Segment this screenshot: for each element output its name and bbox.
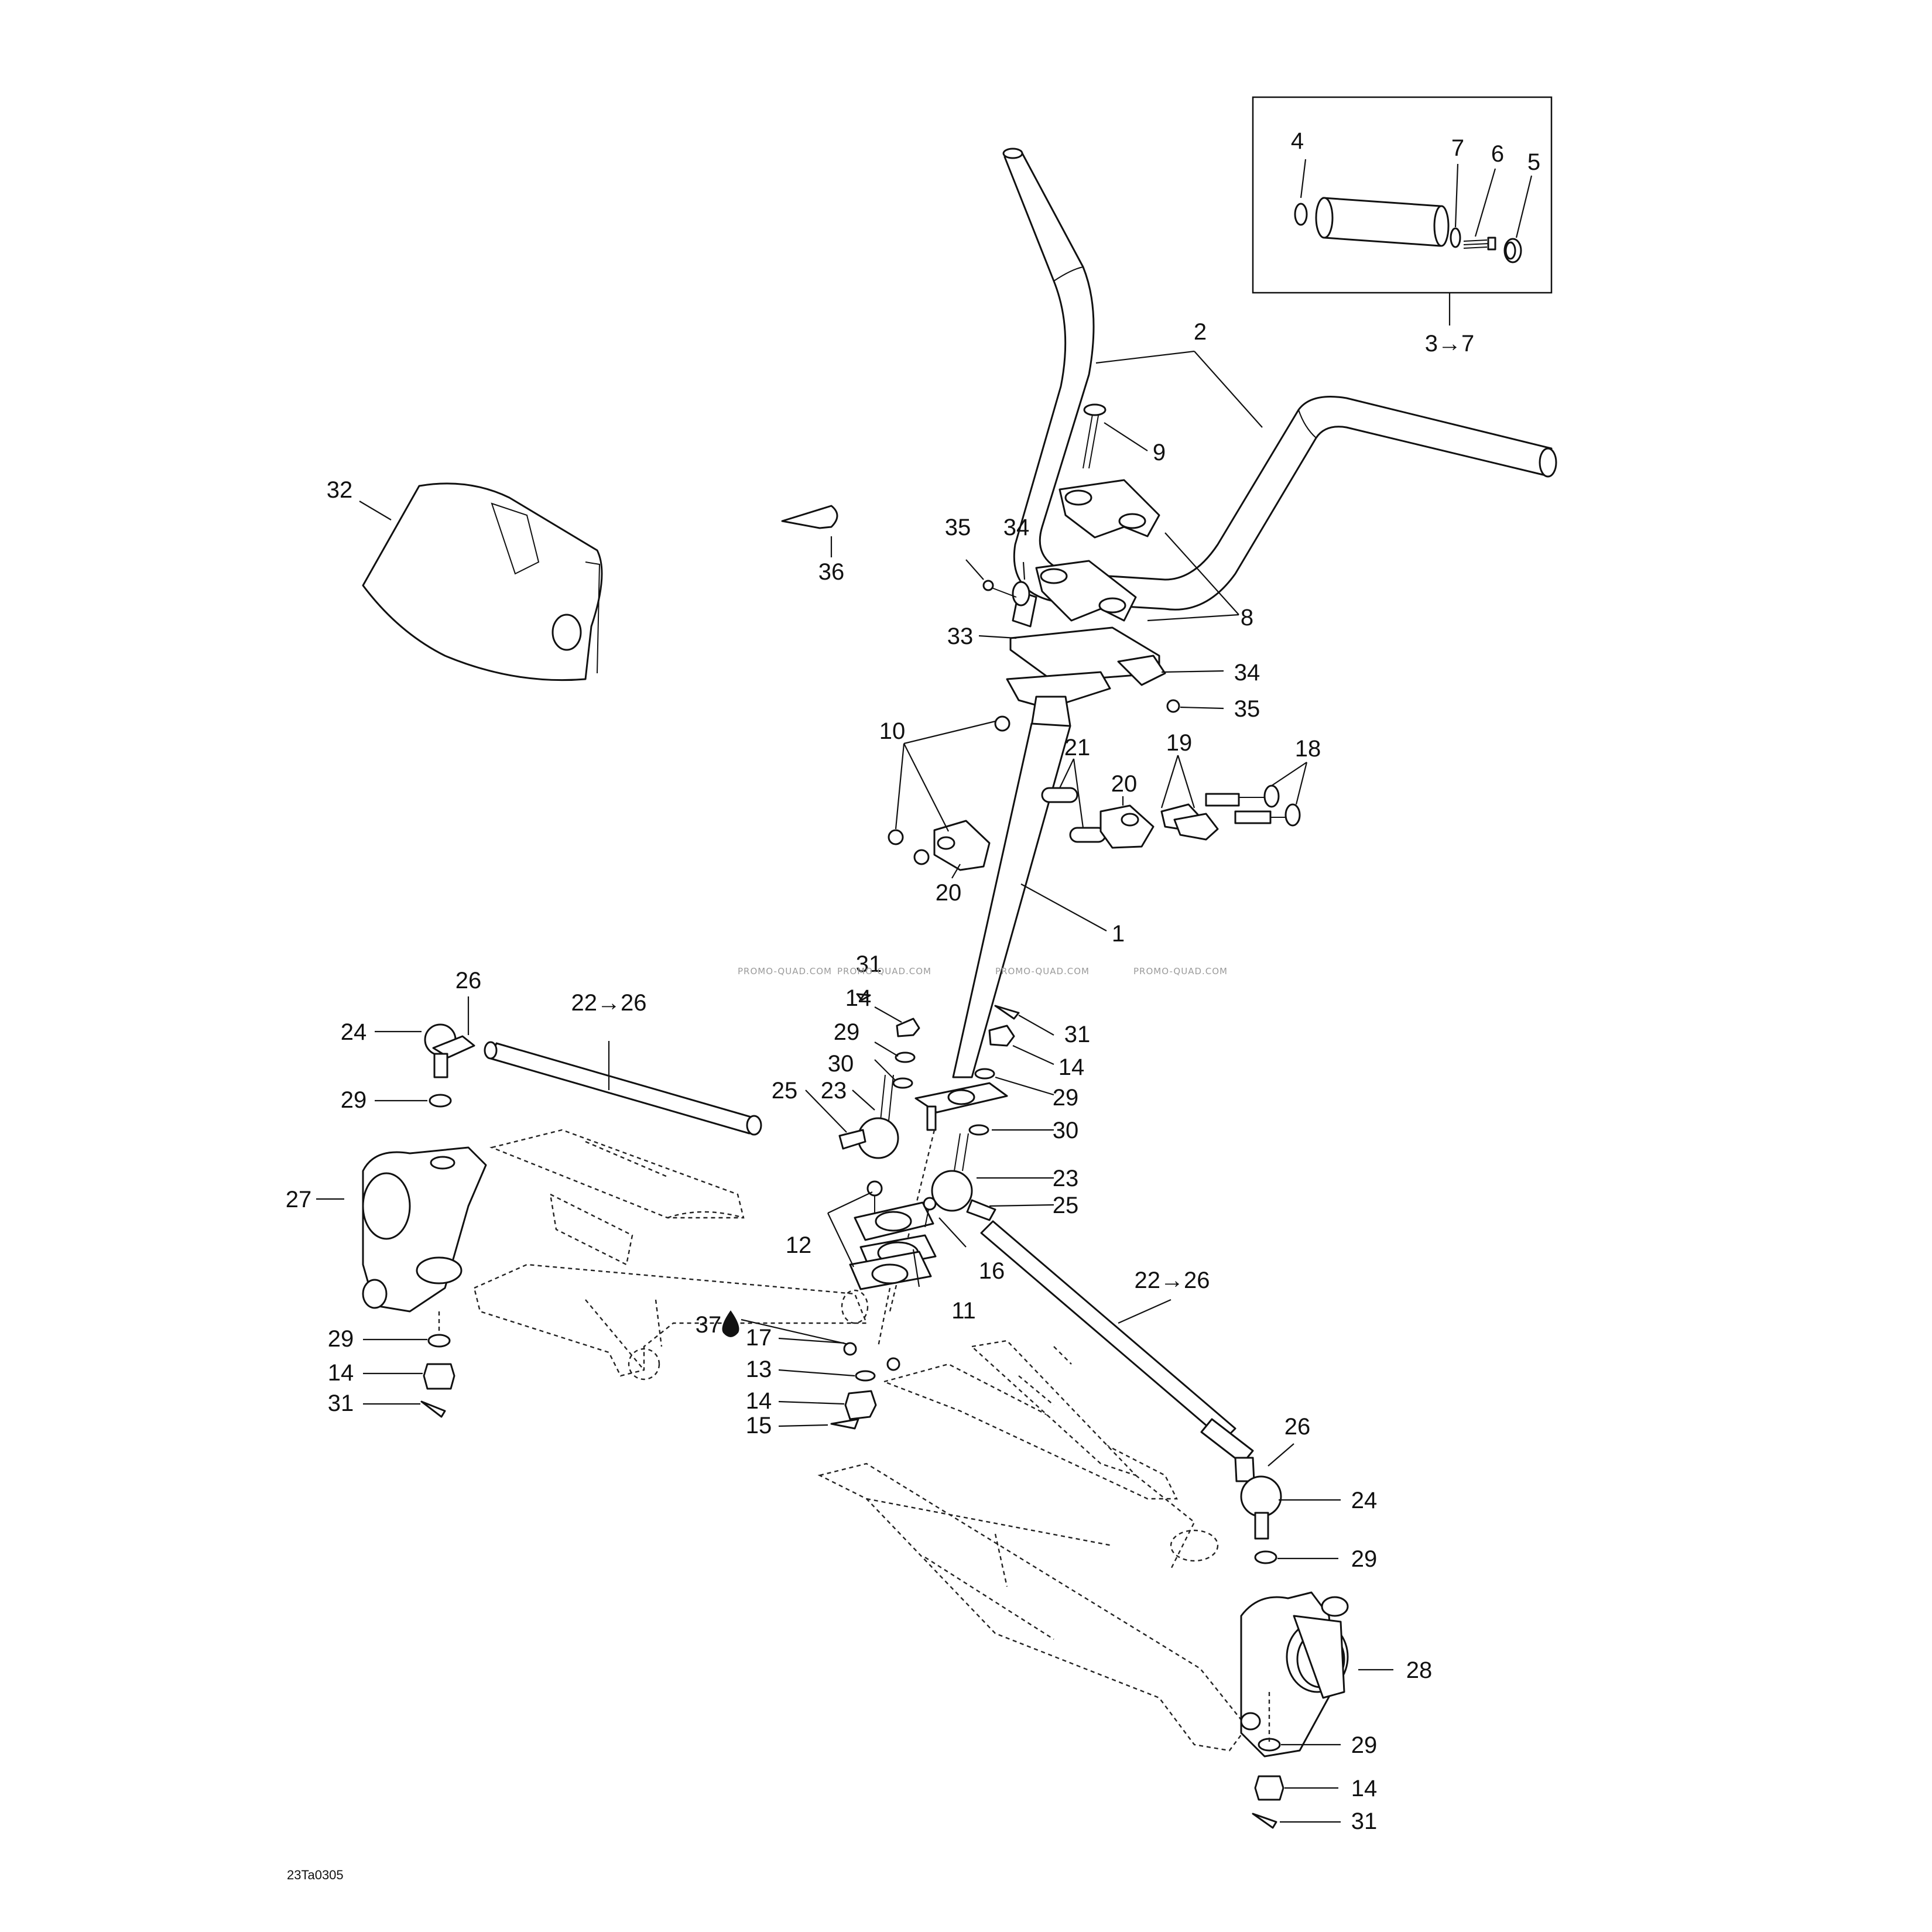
callout-34-top: 34 (1003, 515, 1030, 540)
callout-11: 11 (951, 1298, 976, 1324)
a-arms-left-ghost (473, 1129, 869, 1381)
knuckle-right (1240, 1591, 1393, 1829)
watermark: PROMO-QUAD.COM (837, 966, 931, 977)
callout-14-right: 14 (1059, 1054, 1085, 1080)
callout-23-right: 23 (1053, 1166, 1079, 1191)
callout-35-side: 35 (1234, 696, 1260, 722)
callout-12: 12 (786, 1232, 812, 1258)
lower-column-bearing (741, 1180, 967, 1430)
callout-7: 7 (1451, 135, 1464, 161)
bolt-9 (1083, 403, 1148, 469)
callout-26-right: 26 (1284, 1414, 1311, 1440)
grease-drop-icon (722, 1310, 739, 1337)
callout-24-right: 24 (1351, 1488, 1378, 1513)
callout-31-right-bottom: 31 (1351, 1808, 1378, 1834)
callout-17: 17 (746, 1325, 772, 1351)
callout-9: 9 (1153, 440, 1166, 465)
callout-13: 13 (746, 1356, 772, 1382)
callout-25-left: 25 (772, 1078, 798, 1104)
callout-18: 18 (1295, 736, 1321, 762)
handlebar-clamps-8 (1035, 479, 1239, 622)
callout-24-left: 24 (341, 1019, 367, 1045)
callout-35-top: 35 (945, 515, 971, 540)
callout-2: 2 (1194, 319, 1207, 345)
bracket-33-34-35 (965, 559, 1224, 713)
callout-8: 8 (1241, 605, 1253, 631)
callout-5: 5 (1527, 149, 1540, 175)
callout-6: 6 (1491, 141, 1504, 167)
callout-31-left: 31 (328, 1390, 354, 1416)
knuckle-left-hardware (363, 1311, 455, 1418)
callout-34-side: 34 (1234, 660, 1260, 686)
callout-29-left-top: 29 (341, 1087, 367, 1113)
steering-column (889, 671, 1111, 1312)
watermark: PROMO-QUAD.COM (738, 966, 832, 977)
callout-29-right-bottom: 29 (1351, 1732, 1378, 1758)
callout-29-center-left: 29 (834, 1019, 860, 1045)
callout-14-left: 14 (328, 1360, 354, 1386)
callout-23-left: 23 (821, 1078, 847, 1104)
callout-16: 16 (979, 1258, 1005, 1284)
tie-rod-end-left (805, 993, 920, 1159)
grip-detail-inset (1252, 96, 1553, 326)
callout-29-right: 29 (1053, 1085, 1079, 1111)
callout-10: 10 (879, 718, 906, 744)
tie-rod-end-right (931, 1005, 1054, 1221)
callout-21: 21 (1064, 735, 1091, 761)
callout-26-left: 26 (455, 968, 482, 994)
callout-36: 36 (818, 559, 845, 585)
cable-tie-36 (781, 505, 838, 557)
callout-25-right: 25 (1053, 1193, 1079, 1218)
watermark: PROMO-QUAD.COM (995, 966, 1090, 977)
knuckle-left (316, 1146, 487, 1313)
callout-30-center-left: 30 (828, 1051, 854, 1077)
callout-14-center: 14 (746, 1388, 772, 1414)
callout-20-top: 20 (1111, 771, 1138, 797)
callout-14-right-bottom: 14 (1351, 1776, 1378, 1801)
callout-1: 1 (1112, 921, 1125, 947)
callout-27: 27 (286, 1187, 312, 1212)
callout-31-right: 31 (1064, 1022, 1091, 1047)
tie-rod-left (375, 996, 762, 1136)
callout-15: 15 (746, 1413, 772, 1438)
callout-29-left-bottom: 29 (328, 1326, 354, 1352)
callout-22to26-left: 22→26 (571, 990, 647, 1016)
tie-rod-right (980, 1220, 1341, 1564)
drawing-code: 23Ta0305 (287, 1868, 344, 1882)
callout-31-center-left: 31 (856, 951, 882, 977)
callout-32: 32 (327, 477, 353, 503)
callout-29-right-top: 29 (1351, 1546, 1378, 1572)
callout-20-bottom: 20 (936, 880, 962, 906)
callout-30-right: 30 (1053, 1118, 1079, 1143)
watermark: PROMO-QUAD.COM (1133, 966, 1228, 977)
callout-3to7: 3→7 (1425, 331, 1475, 357)
column-support-group (888, 715, 1308, 879)
callout-33: 33 (947, 624, 974, 649)
callout-37: 37 (696, 1312, 722, 1338)
headlight-cover (359, 482, 603, 681)
callout-4: 4 (1291, 128, 1304, 154)
callout-19: 19 (1166, 730, 1193, 756)
callout-28: 28 (1406, 1657, 1433, 1683)
callout-14-center-left: 14 (845, 985, 872, 1011)
callout-22to26-right: 22→26 (1135, 1268, 1210, 1293)
handlebar (1002, 148, 1557, 611)
callout-labels: 4 7 6 5 3→7 2 9 8 32 36 35 34 33 34 35 1… (286, 128, 1540, 1834)
a-arms-right-ghost (817, 1340, 1248, 1752)
